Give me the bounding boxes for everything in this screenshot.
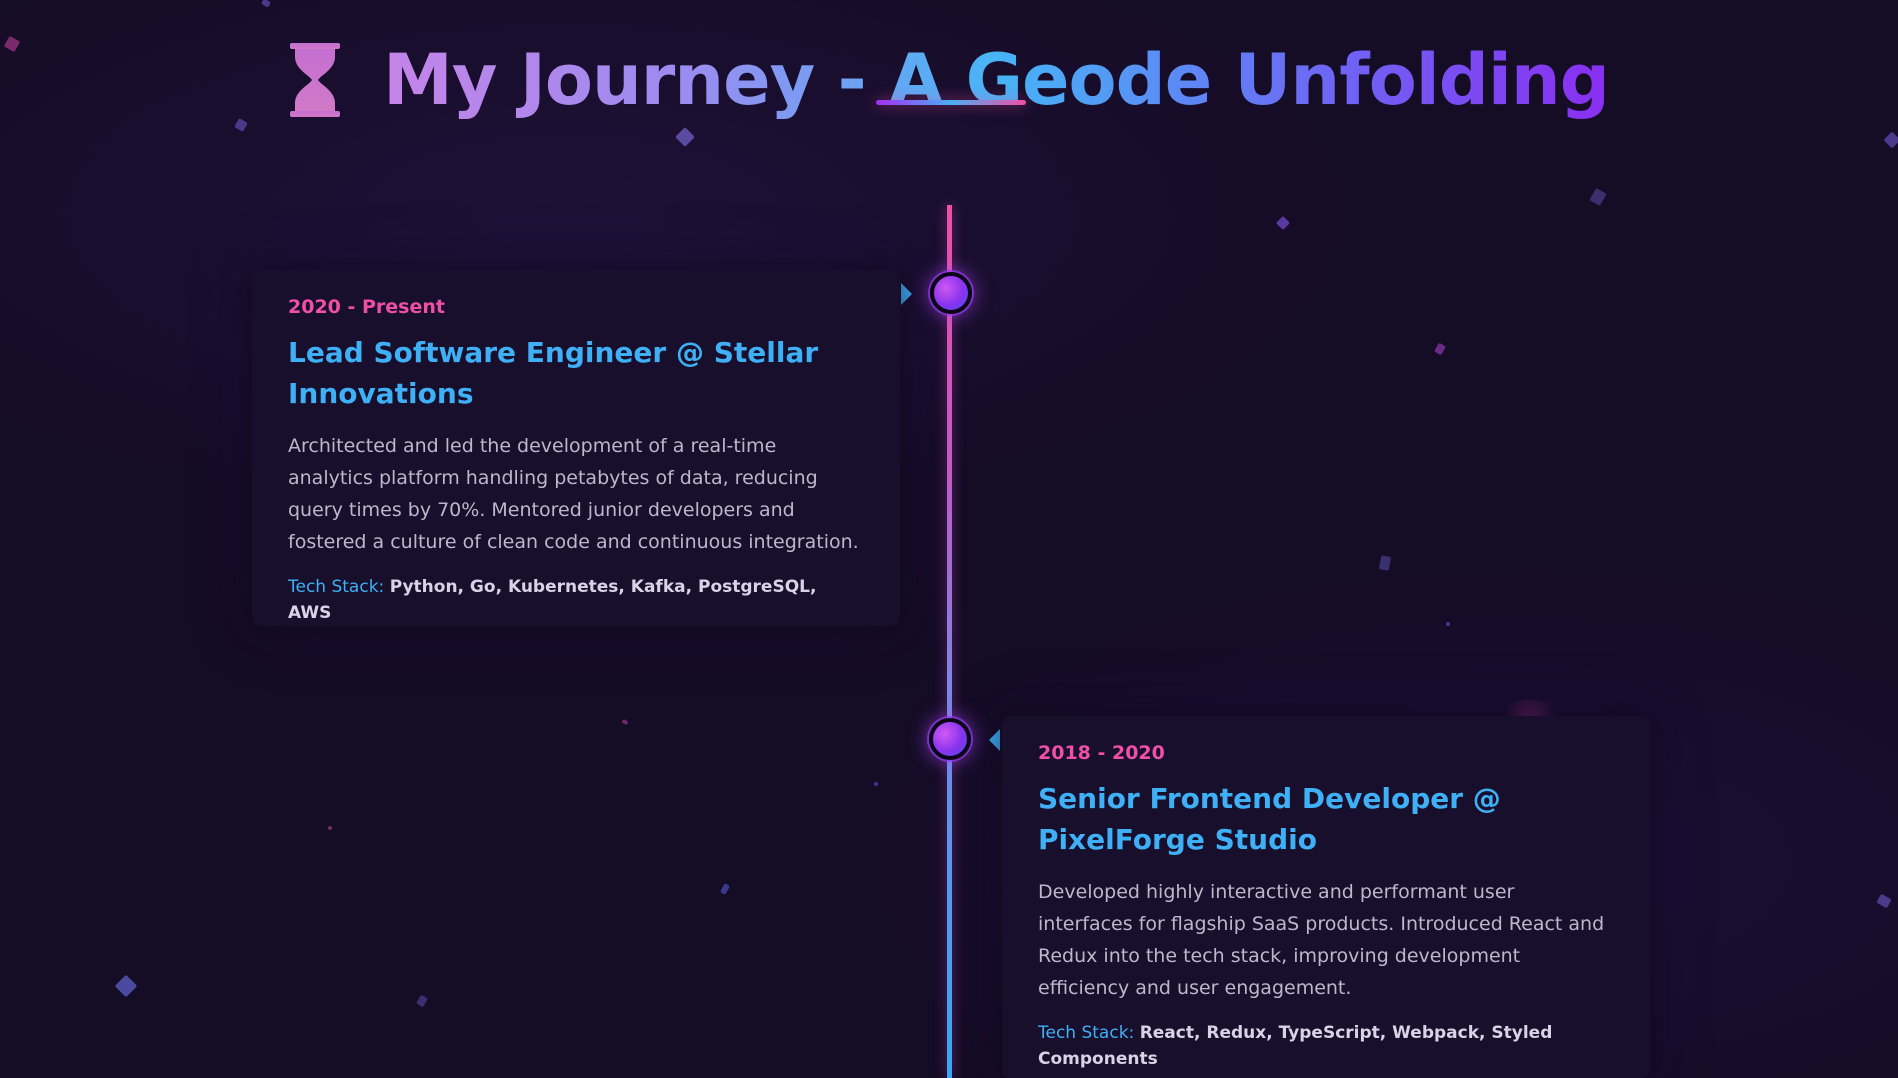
decorative-particle xyxy=(621,718,629,726)
decorative-particle xyxy=(1378,555,1392,571)
decorative-particle xyxy=(1883,131,1898,149)
tech-stack-label: Tech Stack: xyxy=(288,577,385,597)
tech-stack: Tech Stack: React, Redux, TypeScript, We… xyxy=(1038,1020,1614,1072)
card-pointer-arrow xyxy=(989,729,1000,751)
tech-stack-label: Tech Stack: xyxy=(1038,1023,1135,1043)
page-header: My Journey - A Geode Unfolding xyxy=(0,38,1898,122)
decorative-particle xyxy=(1275,215,1291,231)
decorative-particle xyxy=(114,974,138,998)
decorative-particle xyxy=(1434,342,1446,356)
card-pointer-arrow xyxy=(901,283,912,305)
timeline-line xyxy=(947,205,952,1078)
timeline-node xyxy=(930,272,972,314)
card-date: 2018 - 2020 xyxy=(1038,742,1165,764)
card-title: Senior Frontend Developer @ PixelForge S… xyxy=(1038,782,1501,856)
decorative-particle xyxy=(261,0,271,8)
tech-stack-value: React, Redux, TypeScript, Webpack, Style… xyxy=(1038,1023,1553,1069)
card-date: 2020 - Present xyxy=(288,296,445,318)
timeline-card: 2018 - 2020 Senior Frontend Developer @ … xyxy=(1002,716,1650,1078)
card-description: Architected and led the development of a… xyxy=(288,435,859,553)
card-title: Lead Software Engineer @ Stellar Innovat… xyxy=(288,336,819,410)
timeline-node xyxy=(929,718,971,760)
decorative-particle xyxy=(327,825,333,831)
tech-stack: Tech Stack: Python, Go, Kubernetes, Kafk… xyxy=(288,574,864,626)
decorative-particle xyxy=(719,883,731,895)
decorative-particle xyxy=(1876,893,1892,909)
title-underline xyxy=(876,100,1026,105)
decorative-particle xyxy=(675,127,695,147)
page-title: My Journey - A Geode Unfolding xyxy=(383,39,1610,121)
card-description: Developed highly interactive and perform… xyxy=(1038,881,1605,999)
tech-stack-value: Python, Go, Kubernetes, Kafka, PostgreSQ… xyxy=(288,577,817,623)
decorative-particle xyxy=(873,781,879,787)
hourglass-icon xyxy=(289,43,341,117)
decorative-particle xyxy=(416,994,428,1008)
decorative-particle xyxy=(1445,621,1451,627)
timeline-card: 2020 - Present Lead Software Engineer @ … xyxy=(252,270,900,626)
decorative-particle xyxy=(1589,187,1607,207)
